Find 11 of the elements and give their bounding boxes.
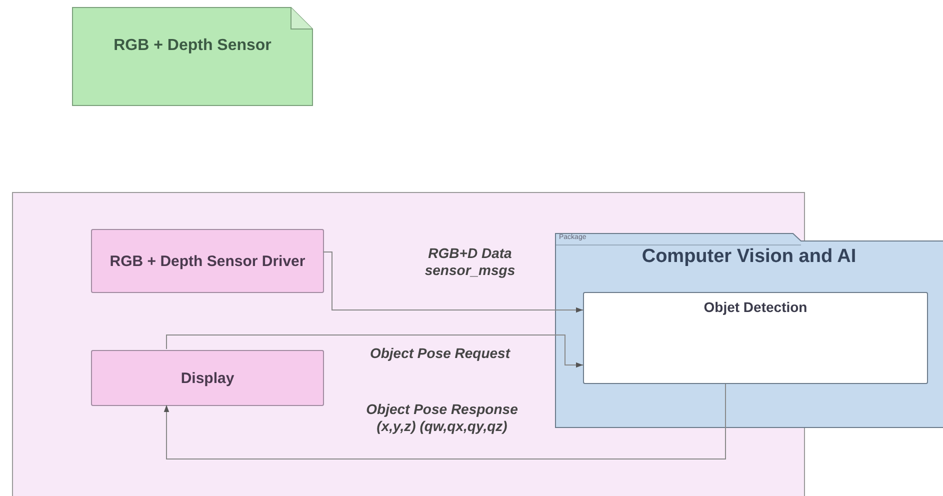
box-label: Display — [180, 368, 236, 388]
component-box — [583, 292, 928, 384]
note-text: RGB + Depth Sensor — [112, 37, 272, 55]
connector-arrow — [322, 252, 584, 313]
box-label: RGB + Depth Sensor Driver — [108, 252, 306, 272]
process-box — [91, 350, 324, 406]
box-title: Objet Detection — [702, 299, 808, 315]
connector-arrow — [164, 384, 726, 460]
process-box — [91, 229, 324, 293]
package-title: Computer Vision and AI — [640, 246, 858, 268]
connector-arrow — [166, 334, 584, 368]
